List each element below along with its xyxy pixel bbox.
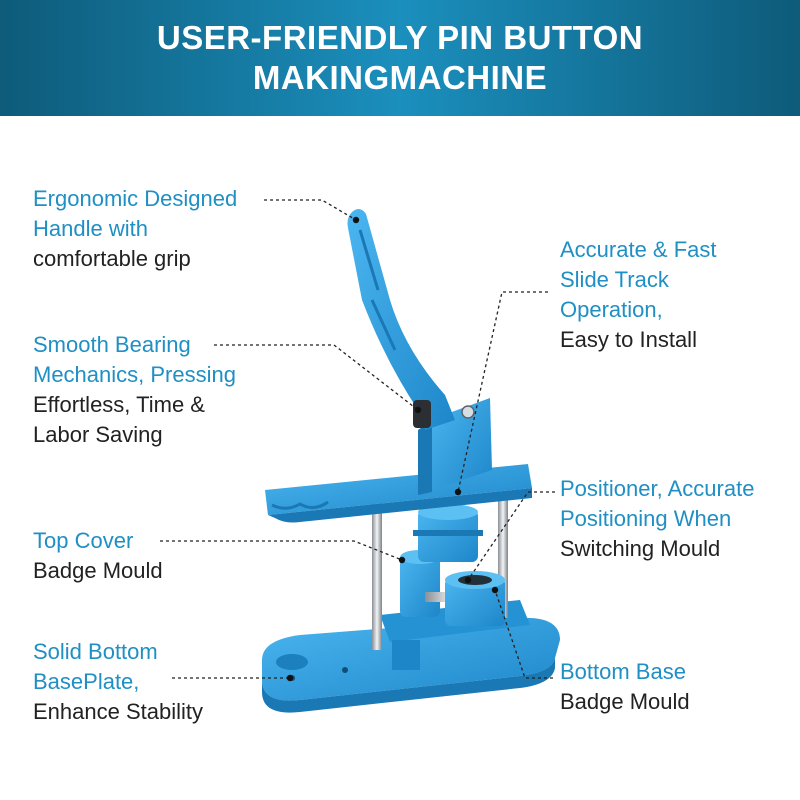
banner-title-line-1: USER-FRIENDLY PIN BUTTON	[156, 19, 644, 56]
callout-slide-track-line-3: Operation,	[560, 297, 663, 322]
guide-rods	[372, 500, 508, 650]
callout-slide-track-line-4: Easy to Install	[560, 327, 697, 352]
leader-dots	[286, 216, 499, 682]
callout-bottom-base-line-1: Bottom Base	[560, 659, 686, 684]
callout-base-plate-line-2: BasePlate,	[33, 669, 140, 694]
callout-bottom-base-line-2: Badge Mould	[560, 689, 690, 714]
callout-base-plate: Solid Bottom BasePlate, Enhance Stabilit…	[33, 637, 203, 727]
callout-slide-track: Accurate & Fast Slide Track Operation, E…	[560, 235, 717, 355]
callout-positioner-line-2: Positioning When	[560, 506, 732, 531]
callout-bearing-line-2: Mechanics, Pressing	[33, 362, 236, 387]
callout-bearing: Smooth Bearing Mechanics, Pressing Effor…	[33, 330, 236, 450]
upper-die	[413, 504, 483, 562]
callout-handle-line-1: Ergonomic Designed	[33, 186, 238, 211]
leader-lines	[160, 199, 555, 679]
cross-head	[265, 464, 532, 523]
callout-top-cover: Top Cover Badge Mould	[33, 526, 163, 586]
callout-positioner-line-1: Positioner, Accurate	[560, 476, 755, 501]
callout-positioner: Positioner, Accurate Positioning When Sw…	[560, 474, 754, 564]
callout-bearing-line-1: Smooth Bearing	[33, 332, 191, 357]
callout-top-cover-line-1: Top Cover	[33, 528, 134, 553]
header-banner: USER-FRIENDLY PIN BUTTON MAKINGMACHINE	[0, 0, 800, 116]
callout-handle-line-2: Handle with	[33, 216, 148, 241]
callout-slide-track-line-2: Slide Track	[560, 267, 669, 292]
callout-base-plate-line-3: Enhance Stability	[33, 699, 203, 724]
callout-bottom-base: Bottom Base Badge Mould	[560, 657, 690, 717]
callout-handle: Ergonomic Designed Handle with comfortab…	[33, 184, 237, 274]
banner-title-line-2: MAKINGMACHINE	[252, 59, 548, 96]
callout-handle-line-3: comfortable grip	[33, 246, 191, 271]
callout-bearing-line-3: Effortless, Time &	[33, 392, 205, 417]
callout-top-cover-line-2: Badge Mould	[33, 558, 163, 583]
callout-bearing-line-4: Labor Saving	[33, 422, 163, 447]
bottom-base-mould	[445, 571, 505, 626]
callout-positioner-line-3: Switching Mould	[560, 536, 721, 561]
callout-slide-track-line-1: Accurate & Fast	[560, 237, 717, 262]
callout-base-plate-line-1: Solid Bottom	[33, 639, 158, 664]
